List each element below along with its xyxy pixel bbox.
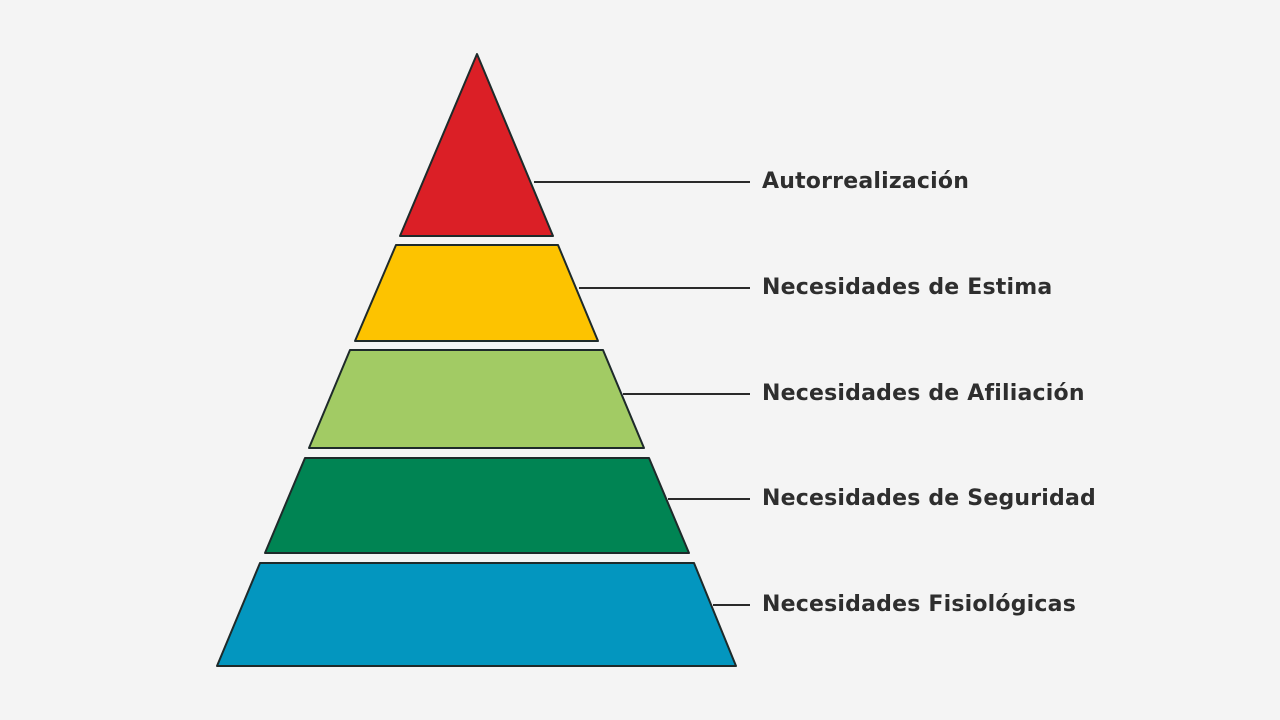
pyramid-level-seguridad [264,457,690,554]
label-necesidades-estima: Necesidades de Estima [762,275,1053,300]
label-necesidades-seguridad: Necesidades de Seguridad [762,486,1096,511]
pyramid-level-afiliacion [308,349,645,449]
pyramid-level-estima [354,244,599,342]
pyramid-level-autorrealizacion [399,53,554,237]
label-autorrealizacion: Autorrealización [762,169,970,194]
label-necesidades-fisiologicas: Necesidades Fisiológicas [762,592,1076,617]
pyramid-level-fisiologicas [216,562,737,667]
label-necesidades-afiliacion: Necesidades de Afiliación [762,381,1085,406]
